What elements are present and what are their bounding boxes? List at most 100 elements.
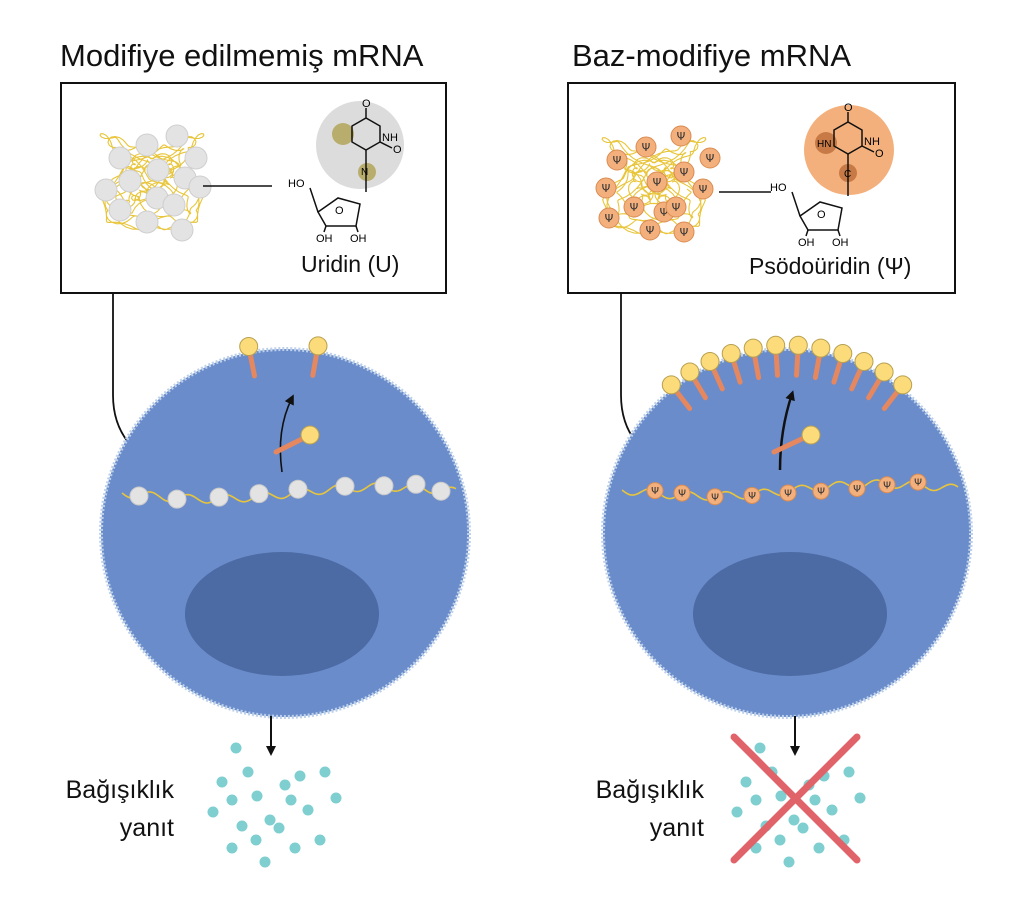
coil-bead [108, 146, 132, 170]
right-transport-arrow [778, 390, 795, 471]
psi-symbol: Ψ [748, 491, 756, 502]
coil-bead [94, 178, 118, 202]
cytokine-dot [843, 766, 855, 778]
psi-symbol: Ψ [680, 166, 689, 179]
psi-symbol: Ψ [678, 489, 686, 500]
uridine-o-right-label: O [393, 144, 402, 156]
cytokine-dot [230, 742, 242, 754]
right-panel-title: Baz-modifiye mRNA [572, 38, 852, 73]
nucleoside-bead [167, 489, 187, 509]
cytokine-dot [788, 814, 800, 826]
cytokine-dot [750, 794, 762, 806]
cytokine-dot [285, 794, 297, 806]
psi-symbol: Ψ [784, 489, 792, 500]
nucleoside-bead [646, 482, 664, 500]
pseudouridine-ho-label: HO [770, 182, 787, 194]
pseudouridine-hn-label: HN [817, 139, 831, 150]
right-immune-response-label: Bağışıklık yanıt [574, 771, 704, 847]
coil-bead [595, 177, 617, 199]
receptor-head [700, 352, 720, 371]
psi-symbol: Ψ [853, 484, 861, 495]
coil-bead [623, 196, 645, 218]
coil-bead [673, 161, 695, 183]
nucleoside-bead [431, 481, 451, 501]
left-transport-arrow [279, 394, 294, 473]
psi-symbol: Ψ [613, 154, 622, 167]
uridine-n1-site [358, 163, 376, 181]
cytokine-dot [226, 794, 238, 806]
pseudouridine-o-sugar-label: O [817, 209, 826, 221]
nucleoside-bead [779, 484, 797, 502]
right-transiting-receptor [771, 425, 821, 455]
nucleoside-bead [374, 476, 394, 496]
cytokine-dot [279, 779, 291, 791]
pseudouridine-o-right-label: O [875, 148, 884, 160]
coil-bead [170, 218, 194, 242]
nucleoside-bead [288, 479, 308, 499]
cytokine-dot [826, 804, 838, 816]
coiled-strand [99, 133, 205, 231]
cytokine-dot [319, 766, 331, 778]
nucleoside-bead [743, 487, 761, 504]
receptor-head [680, 362, 700, 382]
cytokine-dot [216, 776, 228, 788]
psi-symbol: Ψ [677, 130, 686, 143]
uridine-structure: O NH O N HO O OH OH [288, 98, 404, 245]
coil-bead [639, 219, 661, 241]
coiled-strand [601, 137, 707, 235]
receptor-head [874, 362, 894, 382]
cytokine-dot [813, 842, 825, 854]
coil-bead [184, 146, 208, 170]
psi-symbol: Ψ [653, 176, 662, 189]
coil-bead [692, 178, 714, 200]
pseudouridine-hn-site [815, 132, 837, 154]
psi-symbol: Ψ [672, 201, 681, 214]
right-surface-receptors [661, 335, 913, 411]
right-inset-box [567, 82, 956, 294]
coil-bead [646, 171, 668, 193]
right-response-line-1: Bağışıklık [595, 776, 704, 804]
psi-symbol: Ψ [660, 206, 669, 219]
nucleoside-bead [209, 487, 229, 507]
psi-symbol: Ψ [711, 492, 719, 503]
coil-bead [118, 169, 142, 193]
left-cytokine-cluster [207, 742, 342, 868]
cytokine-dot [754, 742, 766, 754]
coil-bead [165, 124, 189, 148]
pseudouridine-c-label: C [844, 169, 851, 180]
psi-symbol: Ψ [646, 224, 655, 237]
nucleoside-bead [909, 473, 927, 491]
nucleoside-bead [335, 476, 355, 496]
cytokine-dot [250, 834, 262, 846]
coil-bead [673, 221, 695, 243]
psi-symbol: Ψ [699, 183, 708, 196]
nucleoside-bead [249, 484, 269, 504]
right-nucleus [693, 552, 887, 676]
uridine-oh2-label: OH [350, 233, 367, 245]
nucleoside-bead [848, 480, 866, 497]
uridine-o-top-label: O [362, 98, 371, 110]
psi-symbol: Ψ [605, 212, 614, 225]
left-response-line-2: yanıt [119, 814, 174, 842]
uridine-nh-label: NH [382, 132, 398, 144]
cytokine-dot [259, 856, 271, 868]
receptor-head [239, 337, 259, 356]
left-immune-response-label: Bağışıklık yanıt [44, 771, 174, 847]
blocked-response-cross [730, 733, 861, 864]
cytokine-dot [731, 806, 743, 818]
receptor-head [893, 375, 913, 395]
receptor-head [308, 336, 328, 356]
uridine-n-label: N [361, 167, 368, 178]
uridine-oh1-label: OH [316, 233, 333, 245]
coil-bead [598, 207, 620, 229]
receptor-head [854, 352, 874, 371]
pseudouridine-label: Psödoüridin (Ψ) [749, 253, 912, 279]
cytokine-dot [294, 770, 306, 782]
psi-symbol: Ψ [602, 182, 611, 195]
nucleoside-bead [812, 482, 830, 500]
left-nucleus [185, 552, 379, 676]
cytokine-dot [226, 842, 238, 854]
psi-symbol: Ψ [680, 226, 689, 239]
uridine-o-sugar-label: O [335, 205, 344, 217]
